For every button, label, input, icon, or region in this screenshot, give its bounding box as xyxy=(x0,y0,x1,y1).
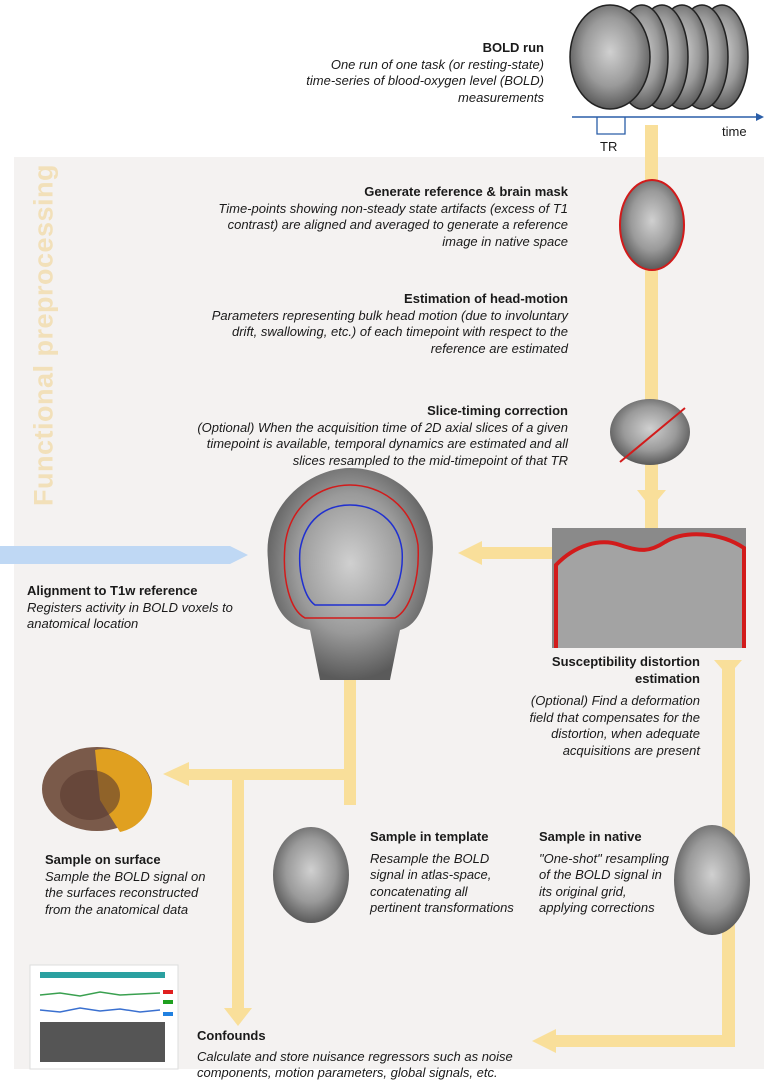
alignment-block: Alignment to T1w reference Registers act… xyxy=(27,583,247,633)
slice-timing-block: Slice-timing correction (Optional) When … xyxy=(180,403,568,469)
confounds-plot-image xyxy=(30,965,178,1069)
alignment-brain-image xyxy=(267,468,432,680)
alignment-title: Alignment to T1w reference xyxy=(27,583,247,600)
confounds-block: Confounds Calculate and store nuisance r… xyxy=(197,1028,577,1082)
tr-bracket xyxy=(597,117,625,134)
slice-timing-desc: (Optional) When the acquisition time of … xyxy=(180,420,568,470)
pipe-to-alignment xyxy=(480,547,552,559)
template-desc: Resample the BOLD signal in atlas-space,… xyxy=(370,851,515,917)
confounds-title: Confounds xyxy=(197,1028,577,1045)
arrow-left-surface xyxy=(163,762,189,786)
time-axis-label: time xyxy=(722,124,747,139)
template-brain-image xyxy=(273,827,349,923)
alignment-desc: Registers activity in BOLD voxels to ana… xyxy=(27,600,247,633)
arrow-down-native xyxy=(714,660,742,676)
native-title: Sample in native xyxy=(539,829,674,846)
native-desc: "One-shot" resampling of the BOLD signal… xyxy=(539,851,674,917)
head-motion-block: Estimation of head-motion Parameters rep… xyxy=(190,291,568,357)
surface-desc: Sample the BOLD signal on the surfaces r… xyxy=(45,869,210,919)
bold-run-desc: One run of one task (or resting-state) t… xyxy=(300,57,544,107)
native-block: Sample in native "One-shot" resampling o… xyxy=(539,829,674,917)
reference-brain-image xyxy=(620,180,684,270)
bold-run-block: BOLD run One run of one task (or resting… xyxy=(300,40,544,106)
susceptibility-title: Susceptibility distortion estimation xyxy=(510,654,700,687)
reference-desc: Time-points showing non-steady state art… xyxy=(190,201,568,251)
slice-timing-title: Slice-timing correction xyxy=(180,403,568,420)
pipe-to-surface xyxy=(188,769,348,780)
template-block: Sample in template Resample the BOLD sig… xyxy=(370,829,515,917)
pipe-to-confounds xyxy=(232,774,244,1014)
head-motion-desc: Parameters representing bulk head motion… xyxy=(190,308,568,358)
template-title: Sample in template xyxy=(370,829,515,846)
arrow-down-confounds xyxy=(224,1008,252,1026)
surface-block: Sample on surface Sample the BOLD signal… xyxy=(45,852,210,918)
slice-timing-image xyxy=(610,399,690,465)
reference-block: Generate reference & brain mask Time-poi… xyxy=(190,184,568,250)
tr-label-wrap: TR xyxy=(600,139,617,156)
susceptibility-image xyxy=(552,528,746,648)
pipe-alignment-down xyxy=(344,660,356,805)
head-motion-title: Estimation of head-motion xyxy=(190,291,568,308)
reference-title: Generate reference & brain mask xyxy=(190,184,568,201)
surface-title: Sample on surface xyxy=(45,852,210,869)
susceptibility-desc: (Optional) Find a deformation field that… xyxy=(510,693,700,759)
susceptibility-block: Susceptibility distortion estimation (Op… xyxy=(510,654,700,759)
bold-run-stack xyxy=(570,5,748,109)
input-arrow xyxy=(0,546,248,564)
bold-run-title: BOLD run xyxy=(300,40,544,57)
pipe-native-to-confounds xyxy=(555,1035,735,1047)
arrow-left-alignment xyxy=(458,541,482,565)
tr-label: TR xyxy=(600,139,617,154)
time-label-wrap: time xyxy=(722,124,747,141)
time-axis-arrow xyxy=(756,113,764,121)
confounds-desc: Calculate and store nuisance regressors … xyxy=(197,1049,577,1082)
surface-brain-image xyxy=(42,747,152,832)
arrow-down-susceptibility xyxy=(637,490,666,508)
native-brain-image xyxy=(674,825,750,935)
